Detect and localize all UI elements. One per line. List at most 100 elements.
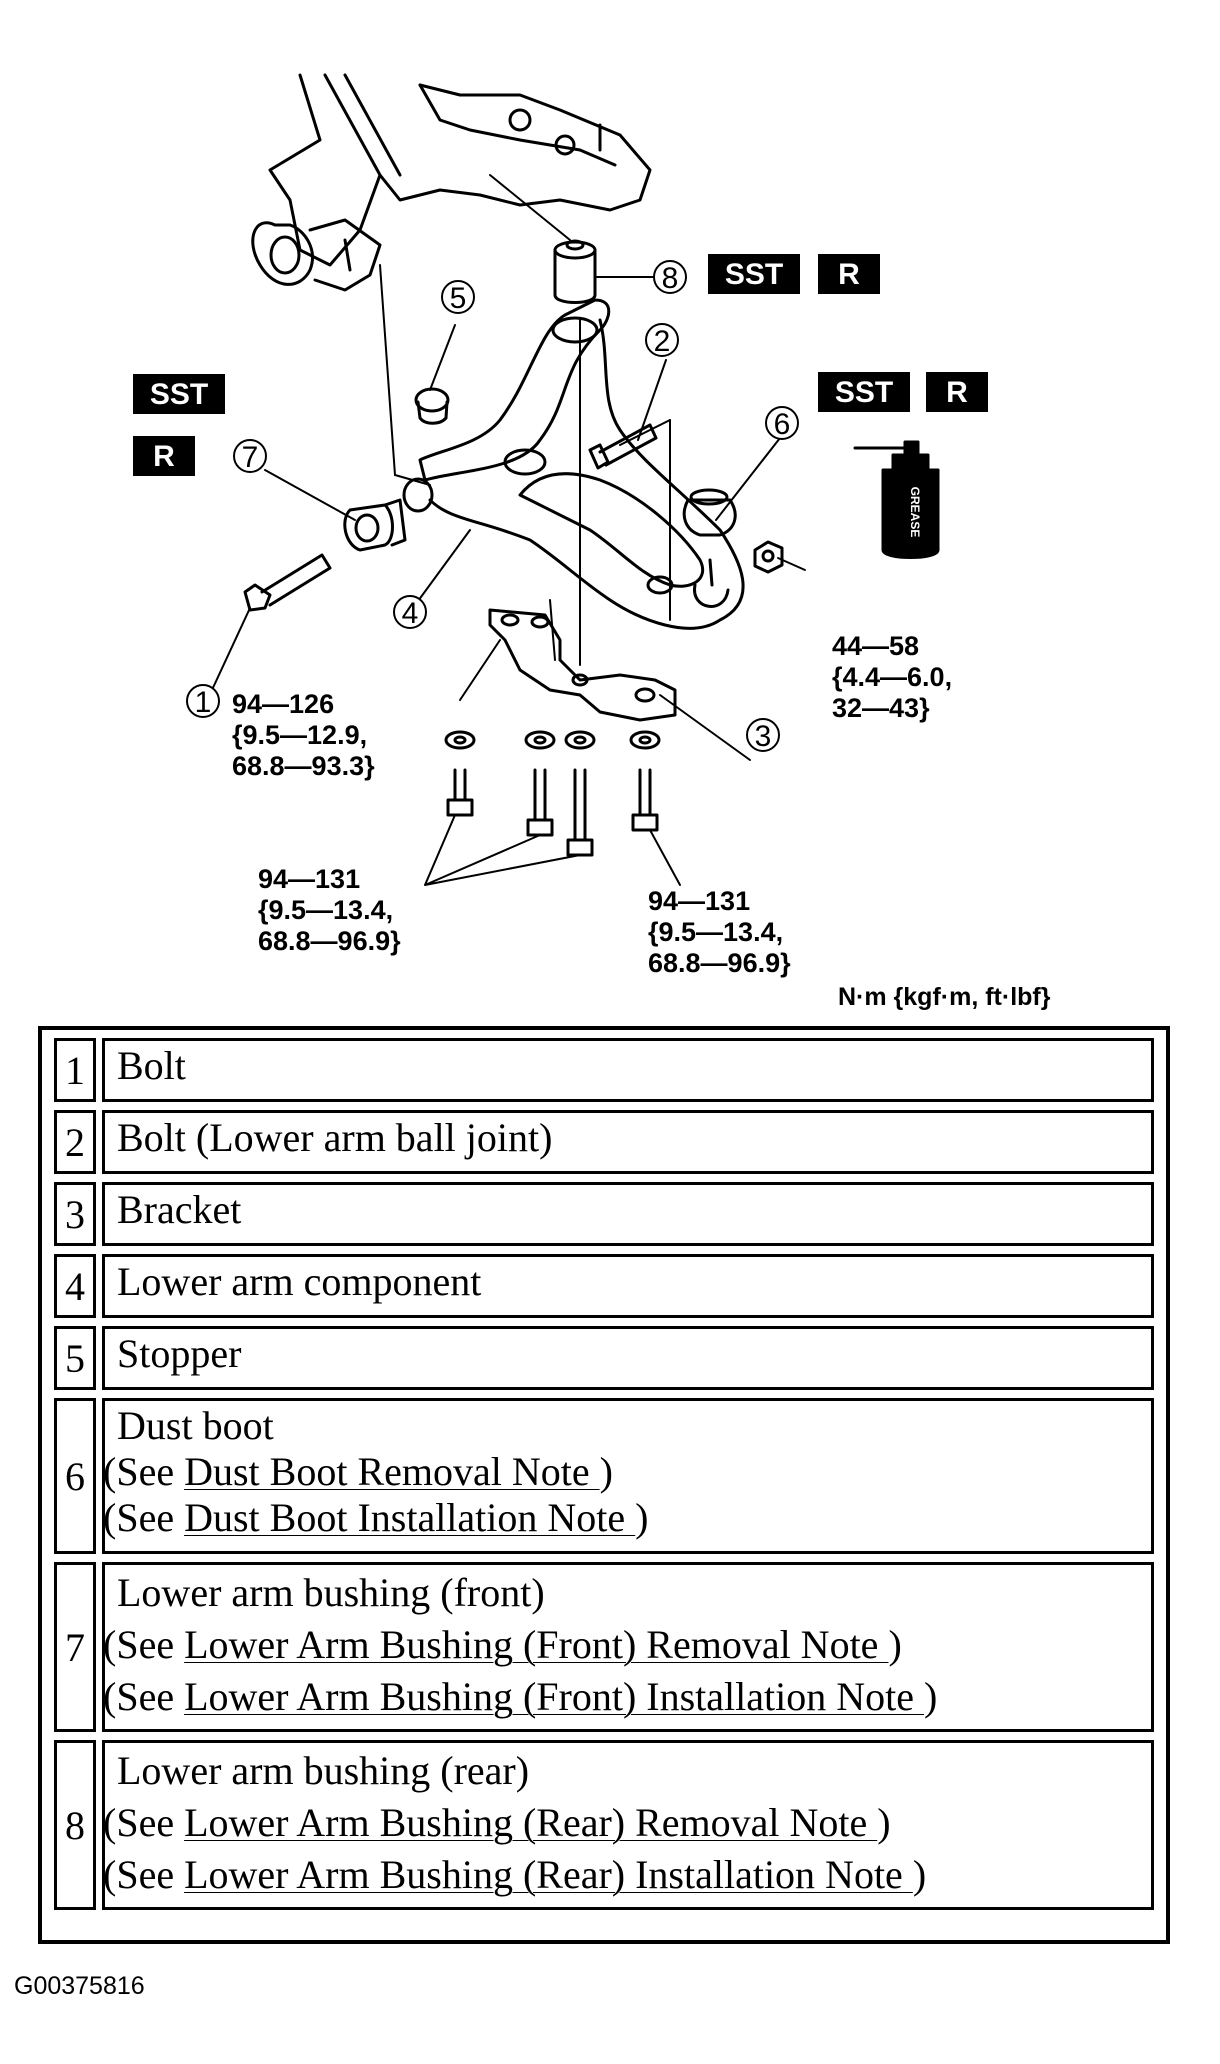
part-number: 8 [54,1740,96,1910]
part-description: Dust boot (See Dust Boot Removal Note ) … [102,1398,1154,1554]
part-name: Lower arm bushing (rear) [117,1748,530,1793]
part-description: Bracket [102,1182,1154,1246]
parts-row: 6 Dust boot (See Dust Boot Removal Note … [54,1398,1154,1554]
parts-row: 4 Lower arm component [54,1254,1154,1318]
callout-3-circle [746,718,780,752]
grease-label: GREASE [908,487,922,538]
exploded-view-diagram: GREASE 1 2 3 4 5 6 7 8 SST R SST R [133,73,988,978]
part-description: Bolt [102,1038,1154,1102]
parts-row: 8 Lower arm bushing (rear) (See Lower Ar… [54,1740,1154,1910]
callout-8: 8 [662,262,679,295]
part-name: Lower arm bushing (front) [117,1570,545,1615]
callout-6-circle [765,406,799,440]
parts-row: 1 Bolt [54,1038,1154,1102]
svg-text:44—58: 44—58 [832,631,919,661]
svg-text:{9.5—13.4,: {9.5—13.4, [258,895,393,925]
part-name: Dust boot [117,1403,274,1448]
svg-text:68.8—96.9}: 68.8—96.9} [648,948,791,978]
callout-8-circle [653,260,687,294]
callout-3: 3 [755,720,772,753]
svg-text:{9.5—12.9,: {9.5—12.9, [232,720,367,750]
front-bushing-installation-note-link[interactable]: Lower Arm Bushing (Front) Installation N… [184,1674,924,1719]
parts-table: 1 Bolt 2 Bolt (Lower arm ball joint) 3 B… [38,1026,1170,1944]
callout-4-circle [393,595,427,629]
svg-text:SST: SST [725,258,783,291]
installation-note-ref: (See Dust Boot Installation Note ) [103,1495,649,1540]
badge-r-rear: R [818,254,880,294]
assembly-guide-lines [379,174,671,701]
svg-text:SST: SST [835,376,893,409]
badge-sst-front: SST [133,374,225,414]
part-number: 2 [54,1110,96,1174]
callout-1: 1 [195,686,212,719]
callout-5-circle [441,280,475,314]
callout-5: 5 [450,282,467,315]
rear-bushing-part [553,239,597,304]
washers-part [444,730,661,750]
stopper-part [414,387,450,425]
badge-r-front: R [133,436,195,476]
part-name: Bracket [117,1187,242,1232]
torque-ball-joint-nut: 44—58 {4.4—6.0, 32—43} [832,631,952,723]
svg-text:R: R [838,258,860,291]
dust-boot-installation-note-link[interactable]: Dust Boot Installation Note [184,1495,636,1540]
installation-note-ref: (See Lower Arm Bushing (Front) Installat… [103,1674,938,1719]
badge-r-boot: R [926,372,988,412]
parts-row: 5 Stopper [54,1326,1154,1390]
part-description: Bolt (Lower arm ball joint) [102,1110,1154,1174]
badge-sst-rear: SST [708,254,800,294]
svg-text:68.8—96.9}: 68.8—96.9} [258,926,401,956]
callout-2: 2 [654,325,671,358]
rear-bushing-installation-note-link[interactable]: Lower Arm Bushing (Rear) Installation No… [184,1852,913,1897]
parts-row: 7 Lower arm bushing (front) (See Lower A… [54,1562,1154,1732]
part-number: 4 [54,1254,96,1318]
svg-text:R: R [946,376,968,409]
part-description: Stopper [102,1326,1154,1390]
part-name: Bolt [117,1043,186,1088]
part-number: 6 [54,1398,96,1554]
callout-6: 6 [774,408,791,441]
bracket-bolts-part [446,768,659,857]
part-number: 7 [54,1562,96,1732]
dust-boot-part [682,488,737,608]
svg-text:{9.5—13.4,: {9.5—13.4, [648,917,783,947]
installation-note-ref: (See Lower Arm Bushing (Rear) Installati… [103,1852,927,1897]
subframe-part [251,73,652,292]
front-bushing-removal-note-link[interactable]: Lower Arm Bushing (Front) Removal Note [184,1622,889,1667]
lower-arm-part [418,298,745,630]
svg-text:32—43}: 32—43} [832,693,930,723]
svg-text:{4.4—6.0,: {4.4—6.0, [832,662,952,692]
dust-boot-removal-note-link[interactable]: Dust Boot Removal Note [184,1449,600,1494]
badge-sst-boot: SST [818,372,910,412]
parts-row: 3 Bracket [54,1182,1154,1246]
removal-note-ref: (See Dust Boot Removal Note ) [103,1449,613,1494]
part-description: Lower arm bushing (front) (See Lower Arm… [102,1562,1154,1732]
removal-note-ref: (See Lower Arm Bushing (Rear) Removal No… [103,1800,891,1845]
callout-7-circle [233,439,267,473]
svg-text:94—131: 94—131 [258,864,360,894]
part-number: 1 [54,1038,96,1102]
rear-bushing-removal-note-link[interactable]: Lower Arm Bushing (Rear) Removal Note [184,1800,878,1845]
part-name: Stopper [117,1331,242,1376]
removal-note-ref: (See Lower Arm Bushing (Front) Removal N… [103,1622,902,1667]
figure-id: G00375816 [14,1972,145,2000]
svg-text:68.8—93.3}: 68.8—93.3} [232,751,375,781]
callout-4: 4 [402,597,419,630]
svg-text:94—126: 94—126 [232,689,334,719]
svg-text:R: R [153,440,175,473]
front-bushing-part [343,477,434,552]
callout-leader-lines [204,276,806,886]
part-name: Lower arm component [117,1259,482,1304]
svg-text:94—131: 94—131 [648,886,750,916]
callout-2-circle [645,323,679,357]
ball-joint-nut-part [753,540,784,574]
bracket-part [488,608,677,722]
callout-1-circle [186,684,220,718]
part-number: 5 [54,1326,96,1390]
torque-bracket-bolts-left: 94—131 {9.5—13.4, 68.8—96.9} [258,864,401,956]
parts-row: 2 Bolt (Lower arm ball joint) [54,1110,1154,1174]
ball-joint-bolt-part [588,423,658,470]
torque-units: N·m {kgf·m, ft·lbf} [838,983,1051,1011]
part-name: Bolt (Lower arm ball joint) [117,1115,553,1160]
part-description: Lower arm bushing (rear) (See Lower Arm … [102,1740,1154,1910]
